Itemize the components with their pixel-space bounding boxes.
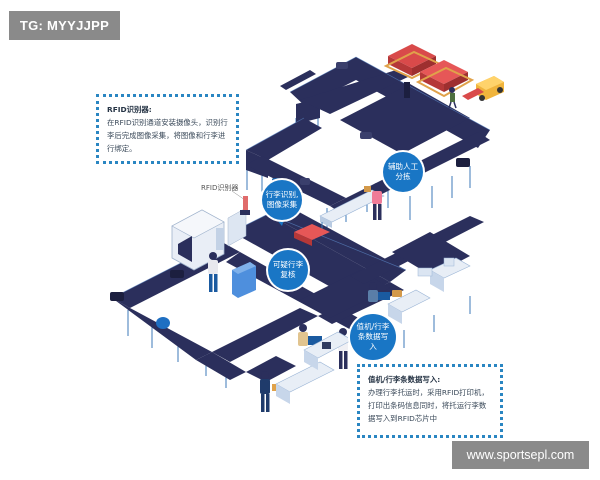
cargo-pallets xyxy=(294,44,475,246)
checkin-data-note: 值机/行李条数据写入: 办理行李托运时，采用RFID打印机，打印出条码信息同时，… xyxy=(357,364,503,438)
site-url-footer: www.sportsepl.com xyxy=(452,441,589,469)
bubble-label: 行李识别,图像采集 xyxy=(265,190,299,209)
inspector-person xyxy=(208,252,218,292)
bubble-baggage-id: 行李识别,图像采集 xyxy=(262,180,302,220)
bubble-label: 可疑行李复核 xyxy=(272,260,304,279)
bubble-label: 值机/行李条数据写入 xyxy=(356,322,390,351)
forklift xyxy=(462,76,504,101)
note-title: 值机/行李条数据写入: xyxy=(368,375,441,384)
bubble-suspicious-recheck: 可疑行李复核 xyxy=(268,250,308,290)
rfid-reader-label: RFID识别器 xyxy=(201,184,239,192)
checkin-agent-3 xyxy=(368,282,390,302)
baggage-items xyxy=(110,62,470,329)
note-body: 办理行李托运时，采用RFID打印机，打印出条码信息同时，将托运行李数据写入到RF… xyxy=(368,388,489,423)
bubble-checkin-write: 值机/行李条数据写入 xyxy=(350,314,396,360)
sorter-person xyxy=(372,183,382,220)
blue-bins xyxy=(232,262,256,298)
note-title: RFID识别器: xyxy=(107,105,152,114)
bubble-manual-sorting: 辅助人工分拣 xyxy=(383,152,423,192)
bubble-label: 辅助人工分拣 xyxy=(387,162,419,181)
checkin-agent-1 xyxy=(298,324,322,346)
rfid-reader-unit xyxy=(240,196,250,215)
ground-worker xyxy=(448,87,457,109)
rfid-reader-note: RFID识别器: 在RFID识别通道安装摄像头，识别行李后完成图像采集，将图像和… xyxy=(96,94,239,164)
rfid-reader-pointer xyxy=(231,190,246,201)
note-body: 在RFID识别通道安装摄像头，识别行李后完成图像采集，将图像和行李进行绑定。 xyxy=(107,118,228,153)
watermark-tag: TG: MYYJJPP xyxy=(9,11,120,40)
